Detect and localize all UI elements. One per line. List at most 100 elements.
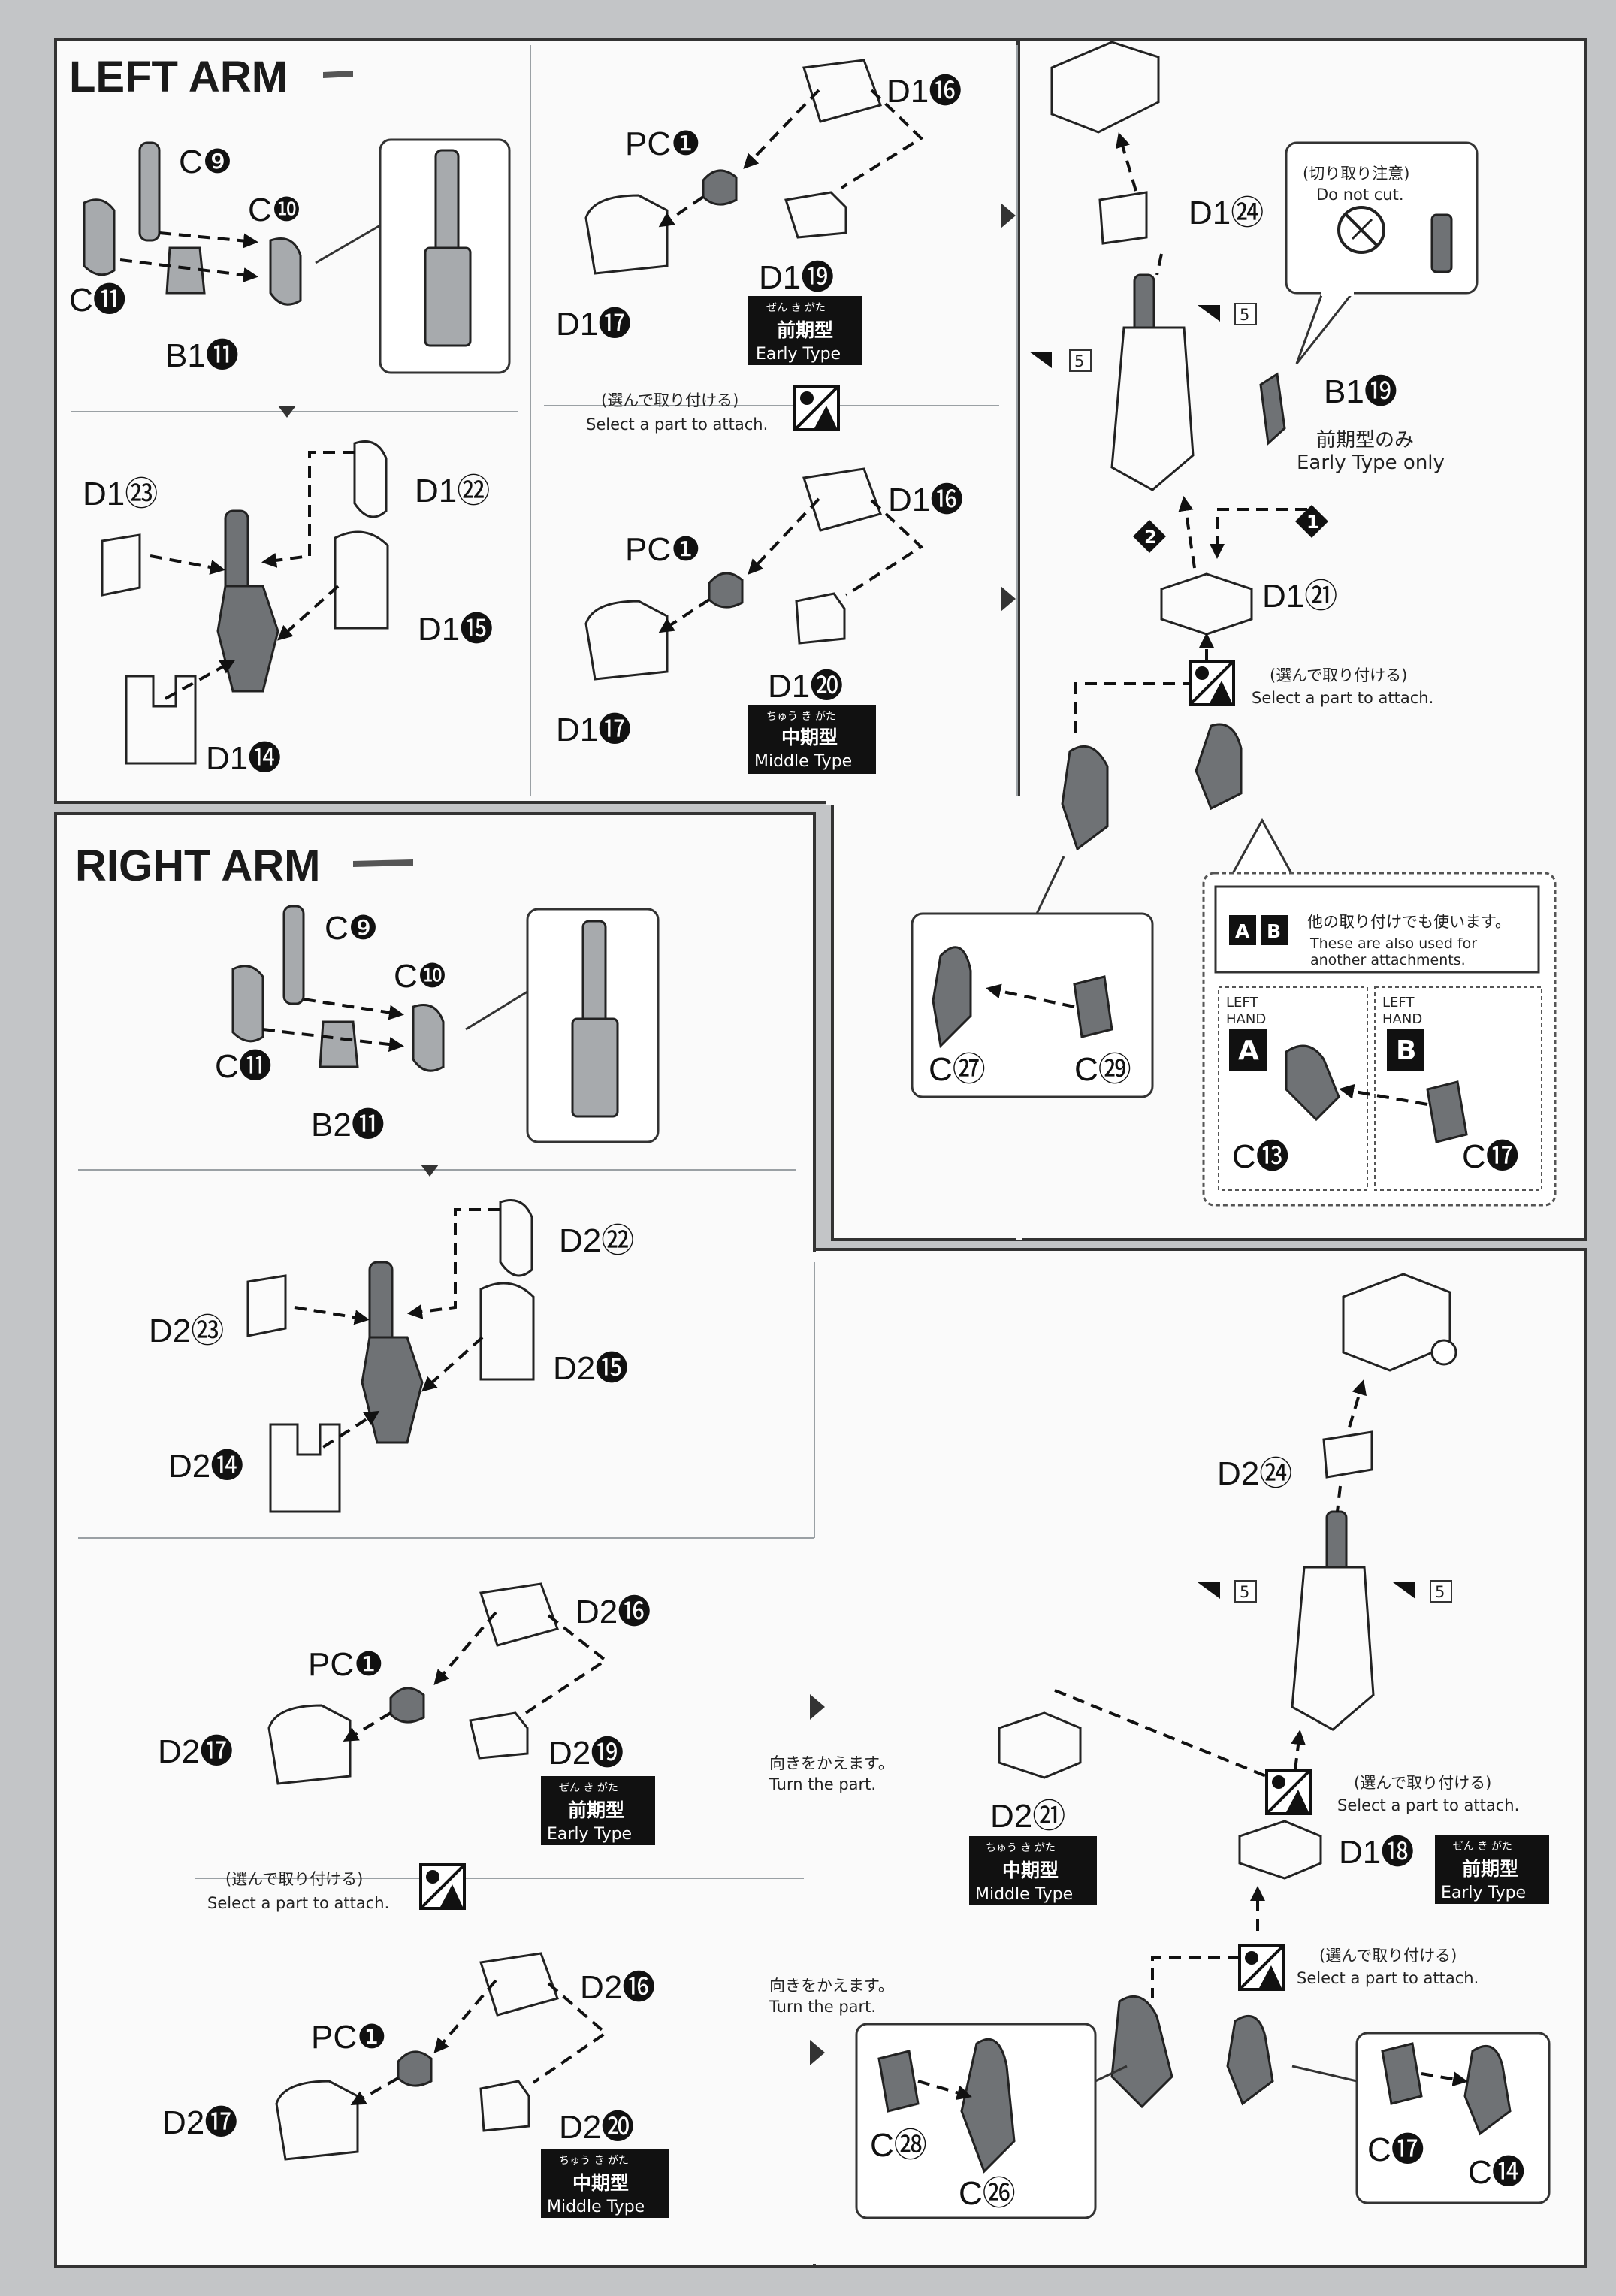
svg-text:前期型: 前期型 (1462, 1858, 1518, 1880)
right-arm-lower-assembly (246, 1199, 535, 1513)
label-d1-20: D1⓴ (768, 668, 843, 705)
label-pc1b: PC❶ (625, 531, 701, 568)
ruby: ちゅう き がた (766, 711, 836, 723)
select-note-jp: (選んで取り付ける) (1319, 1947, 1457, 1965)
step-arrow (810, 1694, 825, 1720)
svg-text:ちゅう き がた: ちゅう き がた (559, 2155, 629, 2167)
right-arm-final-assembly (998, 1273, 1457, 2109)
turn-note-en: Turn the part. (769, 1998, 876, 2016)
part-d1-17b (584, 600, 669, 681)
part-c26 (960, 2038, 1016, 2174)
label-d2-19: D2⓳ (548, 1735, 624, 1772)
part-d2-15 (479, 1282, 535, 1381)
part-d2-19 (469, 1711, 529, 1760)
label-c26: C㉖ (959, 2175, 1016, 2212)
svg-text:ちゅう き がた: ちゅう き がた (986, 1842, 1056, 1854)
label-b1-19: B1⓳ (1324, 373, 1397, 410)
letter-b-small: B (1267, 920, 1281, 942)
early-type-badge: ぜん き がた 前期型 Early Type (541, 1776, 655, 1845)
part-d1-22 (353, 440, 388, 518)
svg-text:1: 1 (1306, 512, 1319, 533)
turn-note-jp: 向きをかえます。 (769, 1754, 894, 1772)
label-d1-21: D1㉑ (1262, 578, 1337, 615)
letter-a-box (1229, 1029, 1267, 1071)
label-b2-11: B2⓫ (311, 1107, 385, 1143)
step-arrow (278, 406, 296, 418)
part-c9 (282, 905, 305, 1005)
select-note-jp: (選んで取り付ける) (225, 1870, 363, 1888)
part-b2-11 (319, 1020, 359, 1068)
svg-text:5: 5 (1240, 1583, 1249, 1601)
label-d1-22: D1㉒ (415, 473, 490, 509)
hand-balloon (911, 912, 1154, 1098)
left-arm-middle-assembly (584, 467, 924, 681)
early-type-badge: ぜん き がた 前期型 Early Type (748, 296, 862, 365)
label-d2-14: D2⓮ (168, 1448, 243, 1485)
part-c29 (1073, 975, 1113, 1038)
left-arm-early-assembly (584, 59, 924, 275)
part-d1-16b (802, 467, 882, 532)
early-only-en: Early Type only (1297, 452, 1445, 474)
left-arm-title: LEFT ARM (69, 53, 288, 101)
cut-caution-jp: (切り取り注意) (1303, 165, 1409, 183)
panel-join (826, 799, 1023, 805)
part-d1-21 (1160, 572, 1253, 636)
svg-text:5: 5 (1074, 352, 1084, 370)
label-d1-19: D1⓳ (759, 259, 834, 296)
label-b1-11: B1⓫ (165, 337, 239, 374)
left-arm-final-assembly (1050, 41, 1307, 851)
label-c14: C⓮ (1468, 2154, 1525, 2191)
left-hand-label: HAND (1226, 1011, 1266, 1027)
label-d1-14: D1⓮ (206, 740, 281, 777)
label-d2-17b: D2⓱ (162, 2104, 237, 2141)
right-arm-early-assembly (267, 1582, 609, 1785)
left-hand-b-box (1374, 986, 1542, 1191)
select-note-jp: (選んで取り付ける) (1270, 666, 1407, 684)
part-c11 (83, 198, 116, 276)
part-pc1 (702, 169, 738, 206)
svg-text:中期型: 中期型 (1002, 1859, 1059, 1881)
label-pc1b: PC❶ (311, 2019, 387, 2056)
detail-part (424, 246, 472, 347)
part-d1-24 (1098, 191, 1148, 245)
label-d2-21: D2㉑ (990, 1798, 1065, 1835)
other-note-en1: These are also used for (1309, 935, 1477, 952)
shoulder-block (1050, 41, 1160, 134)
middle-en: Middle Type (754, 752, 852, 771)
part-d1-23 (101, 533, 141, 597)
letter-b-box (1387, 1029, 1424, 1071)
label-d1-16: D1⓰ (887, 73, 962, 110)
label-d1-17b: D1⓱ (556, 711, 631, 748)
select-note-en: Select a part to attach. (586, 415, 768, 434)
select-icon (419, 1863, 466, 1910)
select-note-jp: (選んで取り付ける) (601, 391, 739, 409)
svg-text:ぜん き がた: ぜん き がた (1453, 1841, 1512, 1853)
title-swoosh (323, 71, 353, 78)
step-arrow (810, 2040, 825, 2065)
svg-text:5: 5 (1435, 1583, 1445, 1601)
letter-a-small: A (1235, 920, 1250, 942)
part-c13 (1285, 1044, 1340, 1122)
title-swoosh (353, 859, 413, 867)
select-note-en: Select a part to attach. (1337, 1796, 1519, 1814)
part-d1-16 (802, 59, 882, 123)
turn-note-en: Turn the part. (769, 1775, 876, 1793)
left-hand-label: HAND (1382, 1011, 1422, 1027)
detail-part (571, 1017, 619, 1118)
label-d1-15: D1⓯ (418, 611, 493, 648)
select-note-en: Select a part to attach. (1252, 689, 1433, 707)
part-d2-14 (269, 1423, 341, 1513)
select-icon (1189, 660, 1235, 706)
panel-join-3 (810, 1252, 819, 2264)
turn-note-jp: 向きをかえます。 (769, 1977, 894, 1995)
scissors-no-icon (1337, 206, 1385, 254)
part-d2-20 (479, 2080, 530, 2132)
gate-detail (1430, 213, 1453, 273)
other-note-jp: 他の取り付けでも使います。 (1307, 913, 1511, 931)
svg-text:中期型: 中期型 (572, 2172, 629, 2194)
other-note-en2: another attachments. (1310, 952, 1466, 968)
label-c17: C⓱ (1367, 2131, 1424, 2168)
svg-text:2: 2 (1144, 527, 1157, 548)
part-d1-14 (125, 675, 197, 765)
